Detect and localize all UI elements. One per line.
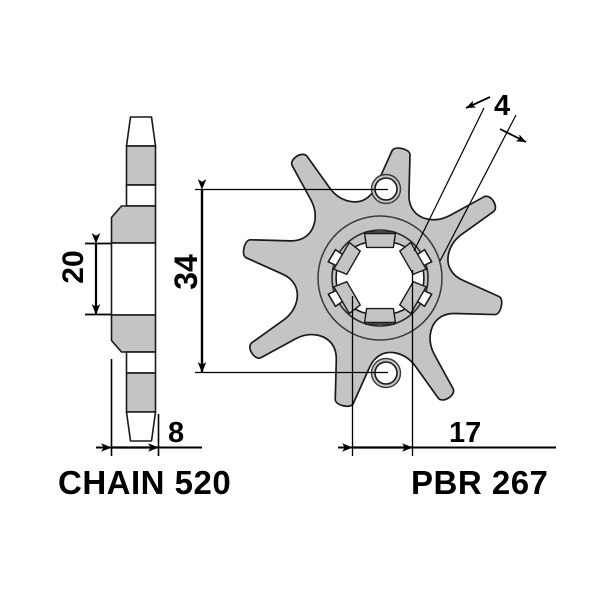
side-hub-web [110,242,157,316]
side-band-lower-white [125,351,157,374]
dimension-label-4: 4 [494,90,511,122]
dimension-label-17: 17 [449,417,482,449]
side-section-view [110,116,157,442]
side-band-upper-white [125,184,157,207]
hub-outer-circle [317,215,443,341]
side-flange-lower [110,314,157,353]
spline-slot-1 [363,232,397,249]
sprocket-face-view [242,147,503,408]
spline-slot-5 [333,280,361,315]
dimension-17 [338,270,556,456]
dimension-20 [85,233,112,316]
spline-slot-4 [363,307,397,324]
dim-arrow-4-upper [465,96,491,109]
chain-spec-label: CHAIN 520 [58,464,232,501]
dimension-label-20: 20 [57,250,90,284]
side-band-upper-1 [125,145,157,186]
side-tooth-tip-lower [125,411,157,442]
spline-slot-2 [399,241,427,276]
dimension-label-34: 34 [168,254,204,290]
dimension-4 [413,96,527,262]
part-number-label: PBR 267 [411,464,549,501]
side-tooth-tip-upper [125,116,157,147]
dim-arrow-4-lower [499,128,527,143]
spline-slot-6 [333,241,361,276]
side-band-lower-1 [125,372,157,413]
spline-slots [333,232,427,324]
hub-inner-circle [331,229,429,327]
dimension-8 [96,359,202,456]
leader-line-4-b [439,114,517,262]
dimension-34 [195,179,388,374]
leader-line-4-a [413,107,485,252]
dimension-label-8: 8 [168,417,185,449]
side-flange-upper [110,205,157,244]
